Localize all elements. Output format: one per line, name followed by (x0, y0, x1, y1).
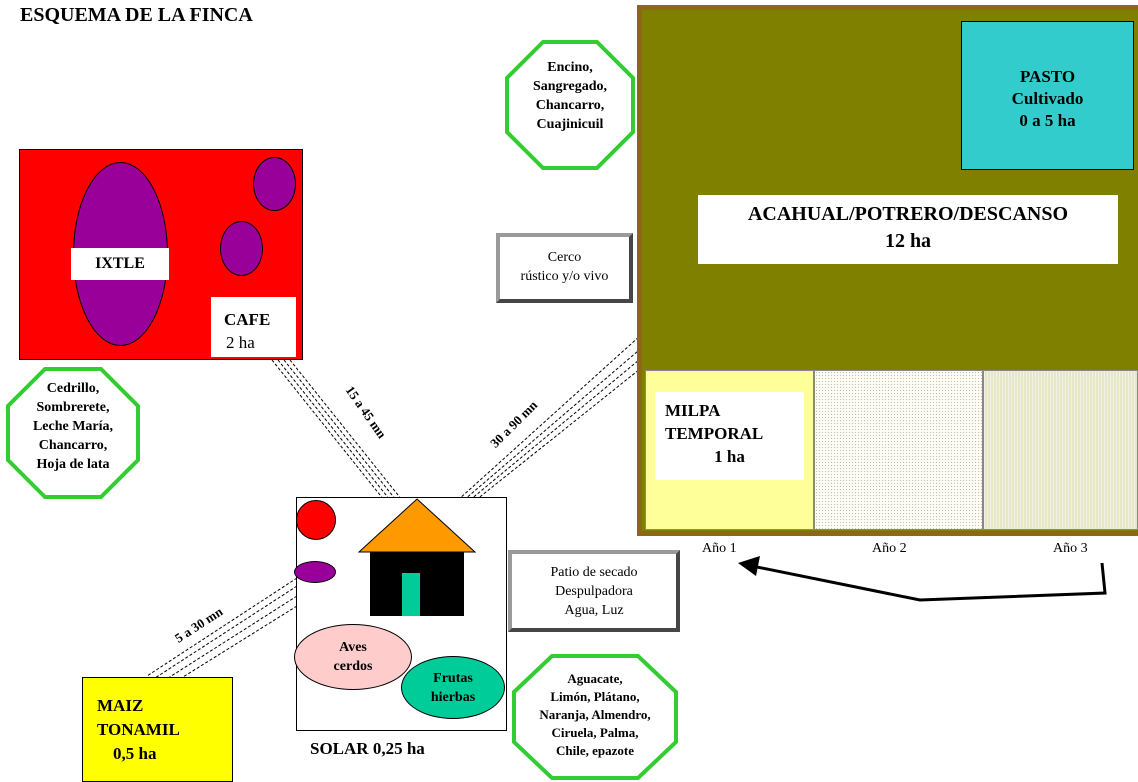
acahual-label-box: ACAHUAL/POTRERO/DESCANSO 12 ha (698, 195, 1118, 264)
tree-bottom-1: Aguacate, (567, 671, 623, 686)
rotation-arrow-head (738, 556, 760, 576)
milpa-label-2: TEMPORAL (665, 423, 764, 443)
path-maiz-line-4 (174, 605, 298, 683)
pasto-field: PASTO Cultivado 0 a 5 ha (961, 21, 1134, 170)
path-acahual-line-3 (469, 354, 646, 501)
octagon-trees-left-text: Cedrillo, Sombrerete, Leche María, Chanc… (6, 380, 140, 474)
patio-label-1: Patio de secado (550, 565, 638, 580)
year-label-1: Año 1 (702, 541, 737, 556)
tree-left-3: Leche María, (32, 418, 114, 434)
path-acahual-line-4 (475, 364, 646, 501)
maiz-area: 0,5 ha (113, 743, 157, 763)
pasto-label-1: PASTO (1019, 67, 1076, 86)
octagon-trees-bottom-text: Aguacate, Limón, Plátano, Naranja, Almen… (512, 670, 678, 760)
milpa-year-2 (814, 370, 983, 530)
tree-top-1: Encino, (547, 60, 593, 75)
octagon-trees-bottom (512, 654, 678, 780)
year-label-2: Año 2 (872, 541, 907, 556)
path-maiz-line-3 (164, 595, 298, 681)
cafe-plant-2 (220, 221, 263, 276)
tree-top-4: Cuajinicuil (536, 116, 604, 132)
solar-label: SOLAR 0,25 ha (310, 739, 425, 758)
cerco-label-1: Cerco (547, 250, 582, 265)
rotation-arrow (751, 562, 1107, 602)
house-icon (357, 498, 477, 616)
tree-top-3: Chancarro, (535, 97, 605, 113)
tree-left-2: Sombrerete, (36, 399, 110, 415)
solar-purple-plant (294, 561, 336, 583)
tree-bottom-5: Chile, epazote (556, 742, 634, 758)
tree-left-5: Hoja de lata (36, 456, 110, 472)
cafe-area: 2 ha (226, 332, 255, 352)
aves-label: Aves (339, 640, 367, 655)
cerco-label-2: rústico y/o vivo (520, 268, 609, 284)
cerco-box: Cerco rústico y/o vivo (496, 233, 633, 303)
pasto-area: 0 a 5 ha (1019, 111, 1076, 131)
maiz-label-2: TONAMIL (97, 719, 180, 739)
tree-left-4: Chancarro, (38, 437, 108, 453)
tree-bottom-3: Naranja, Almendro, (539, 706, 651, 722)
cafe-plant-1 (253, 157, 296, 211)
patio-box: Patio de secado Despulpadora Agua, Luz (508, 550, 680, 632)
path-acahual-line-2 (463, 344, 646, 501)
milpa-label-box: MILPA TEMPORAL 1 ha (655, 392, 804, 480)
patio-label-3: Agua, Luz (564, 602, 624, 618)
tree-top-2: Sangregado, (532, 78, 608, 94)
year-label-3: Año 3 (1053, 541, 1088, 556)
ixtle-label: IXTLE (71, 248, 169, 280)
cerdos-label: cerdos (333, 658, 373, 674)
cafe-label-box: CAFE 2 ha (211, 297, 296, 357)
frutas-hierbas-garden: Frutas hierbas (401, 656, 505, 719)
pasto-label-2: Cultivado (1011, 89, 1084, 109)
acahual-name: ACAHUAL/POTRERO/DESCANSO (747, 203, 1069, 225)
octagon-trees-top-text: Encino, Sangregado, Chancarro, Cuajinicu… (505, 59, 635, 135)
path-maiz-line-2 (154, 585, 298, 679)
path-cafe-line-1 (271, 359, 385, 501)
milpa-area: 1 ha (714, 446, 745, 466)
patio-label-2: Despulpadora (555, 583, 633, 599)
tree-left-1: Cedrillo, (46, 381, 100, 396)
tree-bottom-2: Limón, Plátano, (550, 688, 640, 704)
page-title: ESQUEMA DE LA FINCA (20, 4, 253, 26)
tree-bottom-4: Ciruela, Palma, (551, 724, 639, 740)
acahual-area: 12 ha (884, 230, 932, 252)
maiz-label-1: MAIZ (97, 696, 144, 715)
milpa-year-3 (983, 370, 1138, 530)
octagon-trees-top (505, 40, 635, 170)
octagon-trees-left (6, 367, 140, 499)
cafe-name: CAFE (224, 310, 271, 329)
aves-cerdos-pen: Aves cerdos (294, 624, 412, 690)
milpa-label-1: MILPA (665, 401, 721, 420)
solar-red-plant (296, 500, 336, 540)
maiz-field: MAIZ TONAMIL 0,5 ha (82, 677, 233, 782)
hierbas-label: hierbas (430, 689, 476, 705)
path-maiz-line-1 (146, 577, 298, 677)
frutas-label: Frutas (433, 671, 473, 686)
path-acahual-line-1 (457, 334, 642, 501)
